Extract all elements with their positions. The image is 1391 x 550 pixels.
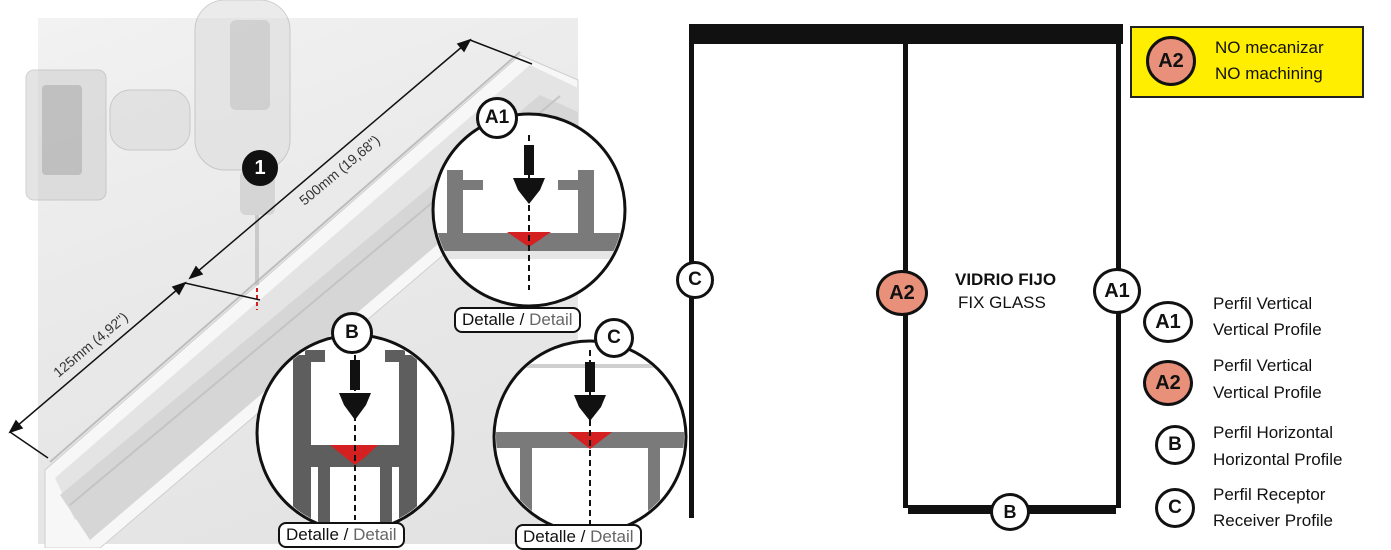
frame-left-badge: C [676, 261, 714, 299]
warning-badge: A2 [1146, 36, 1196, 86]
warning-line-1: NO mecanizar [1215, 38, 1324, 57]
detail-c-label: Detalle / Detail [515, 524, 642, 550]
detail-c-label-en: Detail [590, 527, 634, 546]
frame-middle-badge-text: A2 [889, 281, 915, 304]
warning-line-2: NO machining [1215, 64, 1323, 83]
legend-b-es: Perfil Horizontal [1213, 423, 1333, 442]
legend-c-badge: C [1155, 488, 1195, 528]
detail-c-badge-text: C [607, 327, 621, 348]
frame-left-badge-text: C [688, 269, 702, 290]
detail-a1-badge-text: A1 [484, 107, 510, 128]
detail-b-badge-text: B [345, 322, 359, 343]
detail-c-label-es: Detalle [523, 527, 576, 546]
frame-right-badge-text: A1 [1104, 279, 1130, 302]
detail-a1-magnifier [431, 112, 627, 308]
frame-middle-badge: A2 [876, 270, 928, 316]
detail-c-magnifier [492, 339, 688, 535]
detail-c-separator: / [575, 527, 591, 546]
dimension-short [8, 281, 261, 459]
detail-c-badge: C [594, 318, 634, 358]
legend-a2-badge-text: A2 [1155, 371, 1181, 394]
warning-badge-text: A2 [1158, 49, 1184, 72]
glass-subtitle: FIX GLASS [958, 293, 1046, 312]
legend-b-badge: B [1155, 425, 1195, 465]
detail-a1-label-en: Detail [529, 310, 573, 329]
legend-a2-es: Perfil Vertical [1213, 356, 1313, 375]
detail-b-label-en: Detail [353, 525, 397, 544]
detail-b-label: Detalle / Detail [278, 522, 405, 548]
detail-b-badge: B [331, 312, 373, 354]
frame-bottom-badge: B [990, 493, 1030, 531]
legend-c-en: Receiver Profile [1213, 511, 1333, 530]
glass-title: VIDRIO FIJO [955, 270, 1057, 289]
top-profile [689, 24, 1123, 44]
legend-b-badge-text: B [1168, 434, 1182, 455]
legend-a1-badge-text: A1 [1155, 310, 1181, 333]
detail-a1-label: Detalle / Detail [454, 307, 581, 333]
frame-bottom-badge-text: B [1003, 501, 1017, 522]
no-machining-warning: A2 NO mecanizar NO machining [1130, 26, 1364, 98]
legend-a1-badge: A1 [1143, 301, 1193, 343]
legend-a2-badge: A2 [1143, 360, 1193, 406]
detail-a1-label-es: Detalle [462, 310, 515, 329]
step-number-badge: 1 [242, 150, 278, 186]
detail-a1-badge: A1 [476, 97, 518, 139]
legend-b-en: Horizontal Profile [1213, 450, 1343, 469]
detail-b-separator: / [338, 525, 354, 544]
legend-a2-en: Vertical Profile [1213, 383, 1322, 402]
detail-b-label-es: Detalle [286, 525, 339, 544]
legend-a1-en: Vertical Profile [1213, 320, 1322, 339]
step-number: 1 [254, 156, 266, 179]
legend-c-badge-text: C [1168, 497, 1182, 518]
detail-b-magnifier [255, 333, 455, 533]
legend-a1-es: Perfil Vertical [1213, 294, 1313, 313]
frame-right-badge: A1 [1093, 268, 1141, 314]
dimension-long [188, 38, 533, 280]
legend-c-es: Perfil Receptor [1213, 485, 1326, 504]
detail-a1-separator: / [514, 310, 530, 329]
cordless-drill [25, 0, 291, 285]
